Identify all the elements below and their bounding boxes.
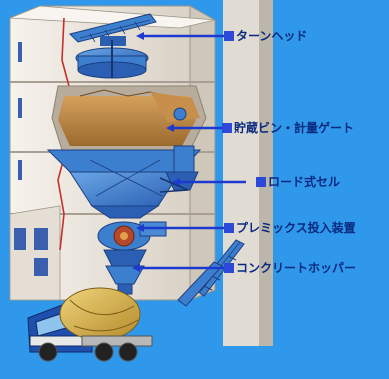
building-windows [14, 42, 48, 276]
callout-concrete-hopper: コンクリートホッパー [224, 261, 356, 275]
callout-lines [136, 34, 246, 270]
mixer-truck [27, 287, 153, 362]
callout-premix-feeder: プレミックス投入装置 [224, 221, 356, 235]
side-silo [223, 0, 273, 379]
weighing-hopper [46, 149, 202, 219]
concrete-hopper [105, 265, 145, 295]
turn-head-machine [69, 13, 157, 79]
callout-arrowheads [132, 32, 180, 272]
callout-turn-head: ターンヘッド [224, 29, 307, 43]
callout-storage-bin-gate: 貯蔵ビン・計量ゲート [222, 121, 354, 135]
callout-load-cell: ロード式セル [256, 175, 340, 189]
storage-bin [51, 85, 207, 151]
